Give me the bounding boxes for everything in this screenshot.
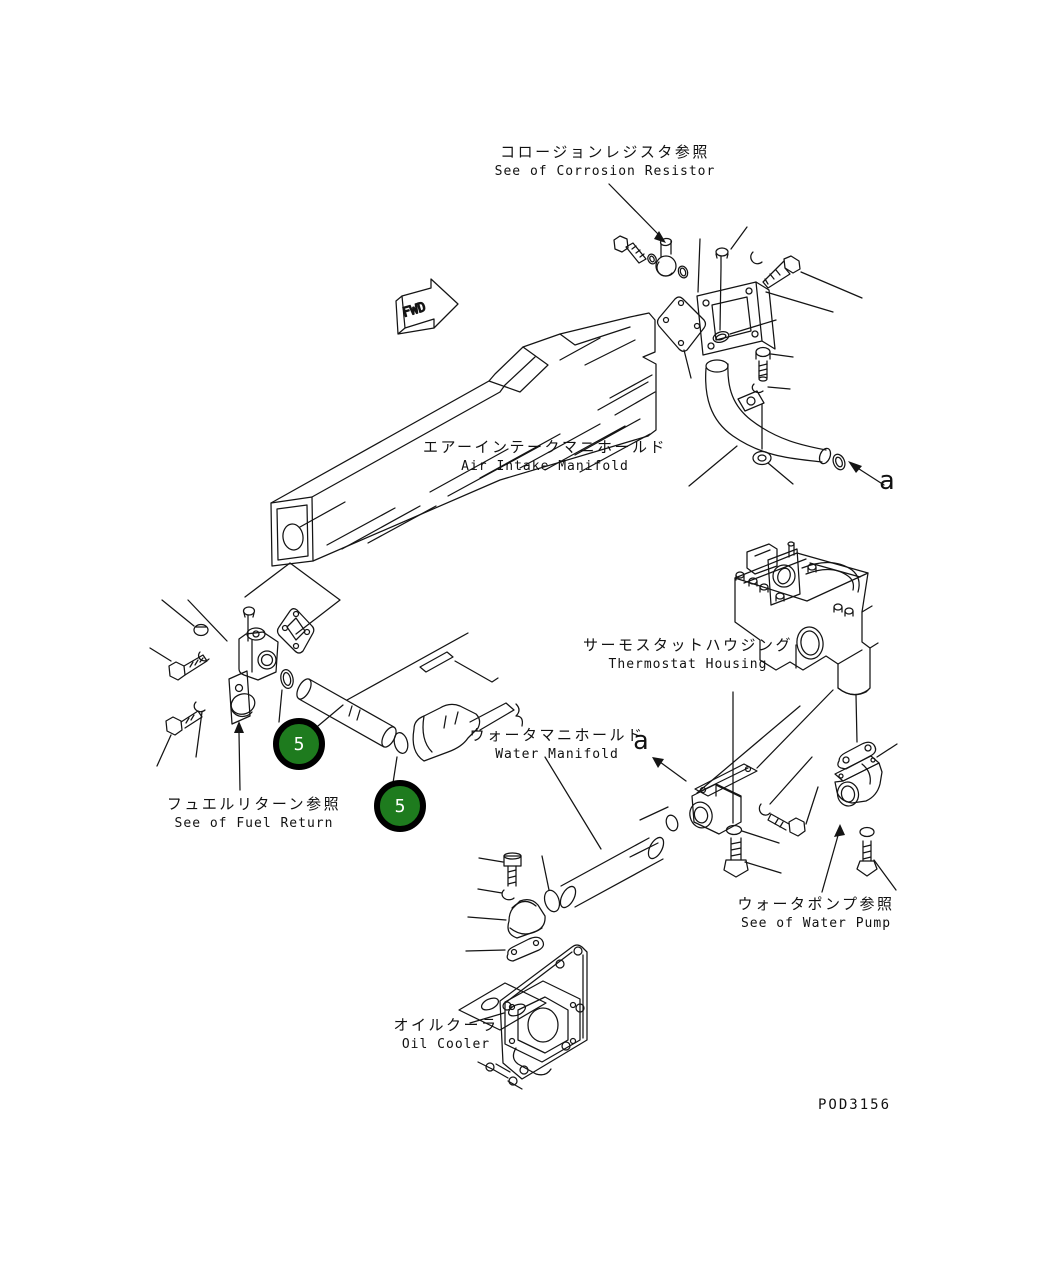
label-thermostat-housing: サーモスタットハウジング Thermostat Housing	[538, 635, 838, 673]
label-thermostat-housing-en: Thermostat Housing	[608, 657, 768, 672]
water-manifold-drawing	[347, 633, 522, 761]
label-water-pump-en: See of Water Pump	[740, 916, 892, 931]
air-intake-manifold-drawing	[245, 313, 656, 653]
label-air-intake-manifold-en: Air Intake Manifold	[461, 459, 629, 474]
label-water-manifold: ウォータマニホールド Water Manifold	[407, 725, 707, 763]
water-pump-elbow-drawing	[822, 742, 897, 892]
drawing-number: POD3156	[818, 1097, 892, 1113]
label-fuel-return-jp: フュエルリターン参照	[166, 795, 342, 813]
upper-water-pipe-drawing	[689, 348, 847, 487]
view-a-arrow-right	[848, 461, 884, 485]
view-letter-a-right: a	[879, 466, 895, 496]
label-water-pump: ウォータポンプ参照 See of Water Pump	[666, 894, 966, 932]
label-fuel-return: フュエルリターン参照 See of Fuel Return	[104, 794, 404, 832]
label-thermostat-housing-jp: サーモスタットハウジング	[582, 636, 793, 654]
fwd-arrow-text: FWD	[401, 300, 428, 321]
label-water-manifold-jp: ウォータマニホールド	[469, 726, 645, 744]
part-balloon-5-left[interactable]: 5	[273, 718, 325, 770]
label-air-intake-manifold: エアーインテークマニホールド Air Intake Manifold	[395, 437, 695, 475]
label-oil-cooler: オイルクーラ Oil Cooler	[296, 1015, 596, 1053]
water-connector-block-drawing	[630, 692, 818, 877]
corrosion-resistor-parts-drawing	[614, 227, 862, 378]
thermostat-housing-drawing	[697, 542, 878, 793]
part-balloon-5-right[interactable]: 5	[374, 780, 426, 832]
view-a-arrow-center	[652, 757, 686, 781]
water-manifold-pipe-drawing	[294, 677, 410, 783]
corrosion-resistor-leader	[609, 184, 666, 243]
label-corrosion-resistor-jp: コロージョンレジスタ参照	[500, 143, 710, 161]
label-corrosion-resistor-en: See of Corrosion Resistor	[494, 164, 716, 179]
view-letter-a-center: a	[633, 726, 649, 756]
oil-cooler-drawing	[459, 945, 587, 1089]
label-air-intake-manifold-jp: エアーインテークマニホールド	[422, 438, 668, 456]
fwd-arrow: FWD	[396, 279, 458, 334]
label-water-pump-jp: ウォータポンプ参照	[737, 895, 895, 913]
label-fuel-return-en: See of Fuel Return	[174, 816, 334, 831]
label-oil-cooler-jp: オイルクーラ	[393, 1016, 499, 1034]
label-corrosion-resistor: コロージョンレジスタ参照 See of Corrosion Resistor	[430, 142, 780, 180]
lower-pipe-and-cover-drawing	[466, 757, 667, 961]
fuel-return-parts-drawing	[150, 600, 295, 790]
label-oil-cooler-en: Oil Cooler	[401, 1037, 491, 1052]
label-water-manifold-en: Water Manifold	[495, 747, 619, 762]
